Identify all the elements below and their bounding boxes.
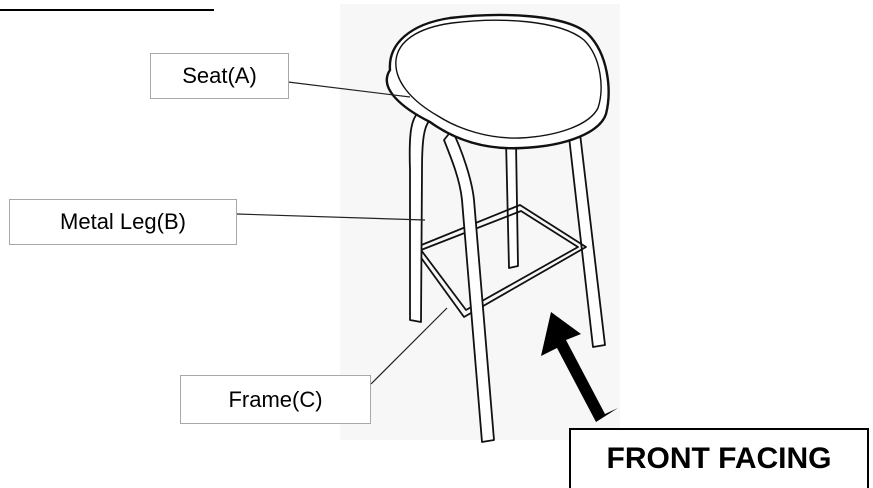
front-facing-arrow (541, 312, 618, 422)
frame-c (413, 204, 587, 318)
leader-lines (236, 81, 448, 385)
frame-label: Frame(C) (180, 375, 371, 424)
front-facing-label: FRONT FACING (569, 428, 869, 488)
seat-label: Seat(A) (150, 53, 289, 99)
header-rule (0, 9, 214, 11)
metal-leg-label: Metal Leg(B) (9, 199, 237, 245)
front-legs (408, 112, 495, 443)
seat-a (385, 13, 610, 150)
